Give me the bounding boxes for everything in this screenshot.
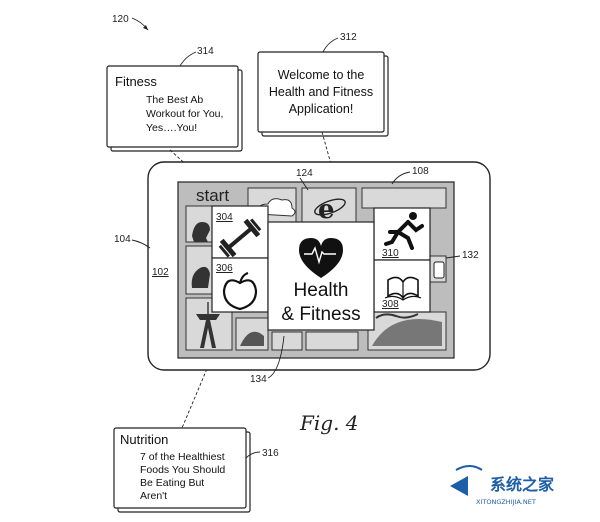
- tower-icon: [196, 302, 220, 348]
- apple-icon: [222, 272, 258, 311]
- runner-icon: [384, 212, 424, 250]
- watermark-url: XITONGZHIJIA.NET: [476, 498, 536, 506]
- tile-apple[interactable]: 306: [211, 257, 269, 313]
- ref-center-tile: 134: [250, 374, 267, 385]
- welcome-callout: Welcome to the Health and Fitness Applic…: [257, 51, 389, 137]
- nutrition-callout: Nutrition 7 of the Healthiest Foods You …: [113, 427, 251, 513]
- ref-device: 104: [114, 234, 131, 245]
- center-tile-health-fitness[interactable]: Health & Fitness: [267, 221, 375, 331]
- browser-e-icon: e: [314, 195, 346, 225]
- nutrition-callout-line: 7 of the Healthiest: [140, 451, 225, 463]
- ref-fitness-callout: 314: [197, 46, 214, 57]
- fitness-callout-line: Yes….You!: [146, 122, 197, 134]
- ref-welcome-callout: 312: [340, 32, 357, 43]
- figure-caption: Fig. 4: [299, 411, 359, 435]
- center-tile-line1: Health: [294, 280, 349, 301]
- svg-text:e: e: [318, 195, 335, 225]
- tile[interactable]: [305, 331, 359, 351]
- tile-runner[interactable]: 310: [373, 207, 431, 261]
- welcome-callout-line: Application!: [289, 102, 354, 116]
- ref-right-panel: 132: [462, 250, 479, 261]
- tile-weights[interactable]: 304: [211, 205, 269, 260]
- tile[interactable]: [271, 331, 303, 351]
- tile[interactable]: [301, 187, 357, 227]
- welcome-callout-line: Health and Fitness: [269, 85, 373, 99]
- dumbbell-icon: [218, 218, 262, 258]
- animal-icon: [191, 266, 210, 288]
- animal-icon: [192, 222, 210, 242]
- fitness-callout-line: The Best Ab: [146, 94, 203, 106]
- ref-screen: 102: [152, 267, 169, 278]
- ref-nutrition-callout: 316: [262, 448, 279, 459]
- ref-tile-weights: 304: [216, 212, 233, 223]
- fitness-callout: Fitness The Best Ab Workout for You, Yes…: [106, 65, 243, 152]
- leader-nutrition: [181, 299, 237, 429]
- nutrition-callout-line: Be Eating But: [140, 477, 204, 489]
- watermark-logo-icon: [450, 476, 468, 496]
- ref-figure-number: 120: [112, 14, 129, 25]
- nutrition-callout-line: Foods You Should: [140, 464, 225, 476]
- center-tile-line2: & Fitness: [281, 304, 360, 325]
- nutrition-callout-title: Nutrition: [120, 432, 168, 447]
- collage-image: [372, 319, 442, 346]
- ref-tile-book: 308: [382, 299, 399, 310]
- welcome-callout-line: Welcome to the: [278, 68, 365, 82]
- phone-icon: [433, 261, 445, 279]
- start-label: start: [196, 186, 229, 205]
- heart-pulse-icon: [299, 238, 343, 278]
- watermark: 系统之家 XITONGZHIJIA.NET: [450, 465, 555, 506]
- open-book-icon: [384, 276, 422, 301]
- tile[interactable]: [361, 187, 447, 209]
- fitness-callout-line: Workout for You,: [146, 108, 223, 120]
- tile-book[interactable]: 308: [373, 259, 431, 313]
- watermark-brand: 系统之家: [490, 475, 555, 494]
- ref-tile-runner: 310: [382, 248, 399, 259]
- ref-tile-apple: 306: [216, 263, 233, 274]
- fitness-callout-title: Fitness: [115, 74, 157, 89]
- ref-tile-grid: 108: [412, 166, 429, 177]
- nutrition-callout-line: Aren't: [140, 490, 167, 502]
- ref-browser-tile: 124: [296, 168, 313, 179]
